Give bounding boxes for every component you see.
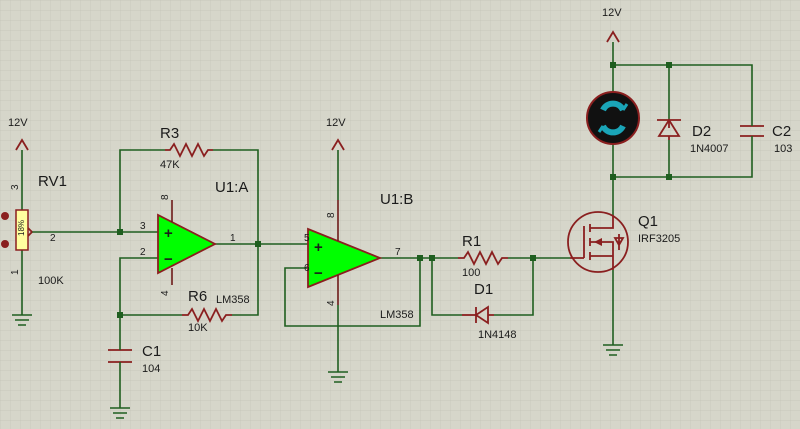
resistor-zigzag-icon	[182, 306, 232, 324]
r6-ref: R6	[188, 288, 207, 305]
u1a-pin8: 8	[160, 194, 171, 200]
u1b-pin7: 7	[395, 247, 401, 258]
u1b-minus-sign: −	[314, 265, 323, 282]
capacitor-c1[interactable]: C1 104	[108, 343, 161, 419]
junctions	[117, 62, 672, 318]
u1b-pin8: 8	[326, 212, 337, 218]
u1a-pin2: 2	[140, 247, 146, 258]
motor-supply-label: 12V	[602, 7, 622, 19]
resistor-zigzag-icon	[458, 249, 508, 267]
rv1-percent: 18%	[17, 220, 26, 236]
motor[interactable]: 12V	[586, 7, 640, 145]
u1a-pin3: 3	[140, 221, 146, 232]
supply-arrow-icon	[331, 138, 345, 151]
c2-ref: C2	[772, 123, 791, 140]
rv1-body	[15, 209, 29, 251]
motor-rotor-icon	[600, 100, 626, 112]
opamp-u1a[interactable]: + − 8 3 2 1 4 U1:A LM358	[140, 179, 250, 306]
wiper-arrow-icon	[27, 227, 33, 237]
u1a-ref: U1:A	[215, 179, 248, 196]
q1-ref: Q1	[638, 213, 658, 230]
rv1-pin2: 2	[50, 233, 56, 244]
u1a-minus-sign: −	[164, 251, 173, 268]
r1-value: 100	[462, 267, 480, 279]
resistor-r1[interactable]: R1 100	[458, 233, 508, 279]
mosfet-circle-icon	[567, 211, 629, 273]
ground-icon	[603, 344, 623, 356]
resistor-zigzag-icon	[165, 141, 213, 159]
motor-icon	[586, 91, 640, 145]
u1b-pin5: 5	[304, 233, 310, 244]
rv1-pin3: 3	[10, 184, 21, 190]
rv1-supply-label: 12V	[8, 117, 28, 129]
q1-value: IRF3205	[638, 233, 680, 245]
supply-arrow-icon	[15, 138, 29, 151]
u1b-supply-label: 12V	[326, 117, 346, 129]
opamp-u1b[interactable]: 12V + − 8 5 6 7 4 U1:B LM358	[304, 117, 414, 383]
u1b-pin6: 6	[304, 263, 310, 274]
resistor-r3[interactable]: R3 47K	[160, 125, 213, 171]
rv1-pin1: 1	[10, 269, 21, 275]
r3-ref: R3	[160, 125, 179, 142]
c2-value: 103	[774, 143, 792, 155]
d1-ref: D1	[474, 281, 493, 298]
resistor-r6[interactable]: R6 10K	[182, 288, 232, 334]
c1-value: 104	[142, 363, 160, 375]
ground-icon	[12, 314, 32, 326]
ground-icon	[110, 407, 130, 419]
d2-ref: D2	[692, 123, 711, 140]
supply-arrow-icon	[606, 30, 620, 43]
u1b-part: LM358	[380, 309, 414, 321]
rv1-increase-button[interactable]	[1, 212, 9, 220]
diode-d1[interactable]: D1 1N4148	[462, 281, 517, 341]
mosfet-arrow-icon	[594, 238, 602, 246]
u1a-part: LM358	[216, 294, 250, 306]
wires	[21, 42, 753, 408]
opamp-triangle-icon	[307, 227, 383, 289]
rv1-ref: RV1	[38, 173, 67, 190]
r6-value: 10K	[188, 322, 208, 334]
mosfet-q1[interactable]: Q1 IRF3205	[567, 211, 680, 356]
u1b-pin4: 4	[326, 300, 337, 306]
u1a-plus-sign: +	[164, 225, 173, 242]
diode-d2[interactable]: D2 1N4007	[657, 118, 729, 155]
potentiometer-rv1[interactable]: 12V 18% 3 2 1 RV1 100K	[1, 117, 67, 326]
ground-icon	[328, 371, 348, 383]
u1a-pin4: 4	[160, 290, 171, 296]
u1b-plus-sign: +	[314, 239, 323, 256]
r3-value: 47K	[160, 159, 180, 171]
opamp-triangle-icon	[157, 213, 217, 275]
capacitor-c2[interactable]: C2 103	[740, 120, 792, 155]
u1a-pin1: 1	[230, 233, 236, 244]
r1-ref: R1	[462, 233, 481, 250]
rv1-decrease-button[interactable]	[1, 240, 9, 248]
d1-value: 1N4148	[478, 329, 517, 341]
c1-ref: C1	[142, 343, 161, 360]
d2-value: 1N4007	[690, 143, 729, 155]
rv1-value: 100K	[38, 275, 64, 287]
u1b-ref: U1:B	[380, 191, 413, 208]
